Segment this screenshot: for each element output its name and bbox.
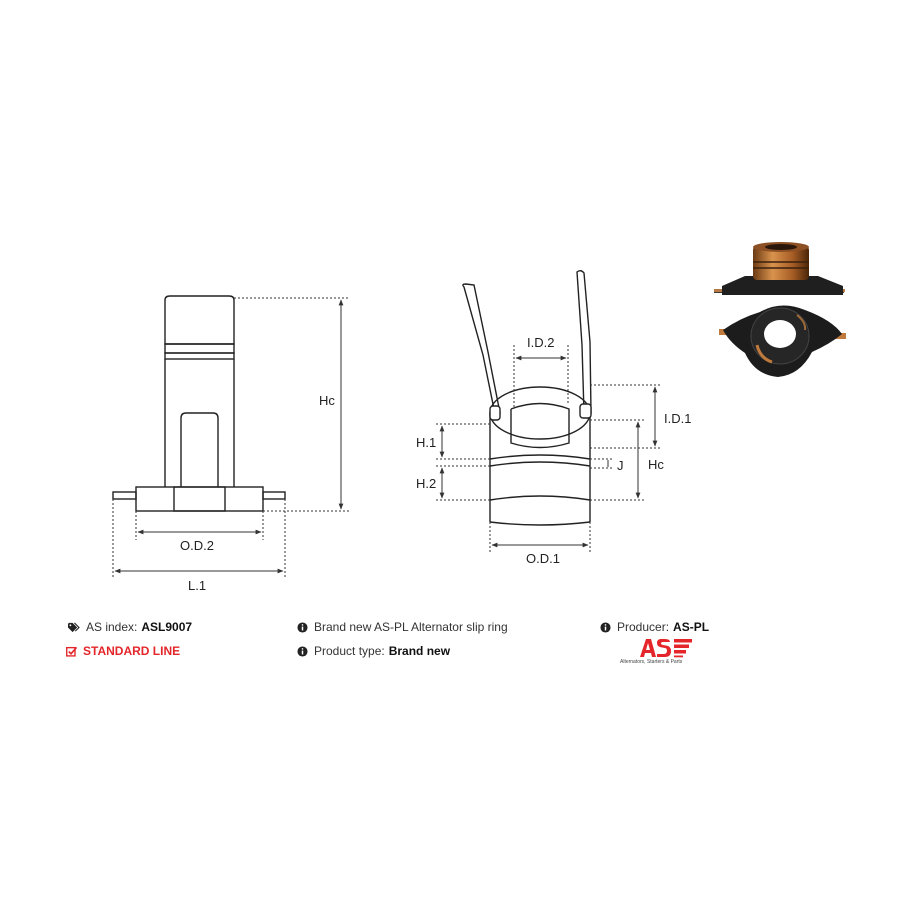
ring-band	[164, 352, 235, 360]
terminal-left	[112, 491, 137, 500]
product-photo-bottom	[719, 305, 846, 377]
description-text: Brand new AS-PL Alternator slip ring	[314, 620, 508, 634]
cylinder-bottom	[489, 521, 591, 526]
cylinder-inner	[510, 402, 570, 449]
info-icon	[297, 621, 308, 633]
as-index-row: AS index: ASL9007	[67, 620, 192, 634]
terminal-right	[262, 491, 286, 500]
logo-tagline: Alternators, Starters & Parts	[620, 659, 683, 665]
body-outline	[164, 359, 235, 487]
side-view	[112, 295, 286, 512]
product-type-label: Product type:	[314, 644, 385, 658]
dim-label-id1: I.D.1	[664, 411, 691, 426]
perspective-view-dimensions	[436, 345, 662, 552]
info-icon	[297, 645, 308, 657]
perspective-view	[462, 270, 592, 526]
wire-left	[462, 283, 501, 415]
dim-label-od1: O.D.1	[526, 551, 560, 566]
wire-end-right	[579, 403, 592, 419]
product-type-value: Brand new	[388, 644, 451, 658]
info-icon	[600, 621, 611, 633]
dim-label-id2: I.D.2	[527, 335, 554, 350]
producer-row: Producer: AS-PL	[600, 620, 709, 634]
producer-value: AS-PL	[673, 620, 710, 634]
as-pl-logo	[640, 639, 692, 658]
slot-outline	[180, 412, 219, 487]
dim-label-hc: Hc	[319, 393, 335, 408]
dim-label-l1: L.1	[188, 578, 206, 593]
cylinder-sides	[489, 413, 591, 522]
band-line	[489, 461, 591, 467]
ring-band	[164, 343, 235, 354]
as-index-label: AS index:	[86, 620, 138, 634]
cylinder-top	[489, 386, 591, 440]
side-view-dimensions	[112, 297, 350, 578]
flange	[135, 486, 264, 512]
standard-line-label: STANDARD LINE	[83, 644, 181, 658]
product-type-row: Product type: Brand new	[297, 644, 450, 658]
product-photo-top	[714, 242, 845, 295]
wire-end-left	[489, 405, 501, 421]
tags-icon	[68, 622, 80, 632]
dim-label-j: J	[617, 458, 624, 473]
cap-outline	[164, 295, 235, 345]
standard-line-row: STANDARD LINE	[66, 644, 180, 658]
flange-hub	[173, 486, 226, 512]
band-line	[489, 454, 591, 460]
checkbox-icon	[66, 646, 77, 657]
description-row: Brand new AS-PL Alternator slip ring	[297, 620, 508, 634]
producer-label: Producer:	[617, 620, 670, 634]
dim-label-hc: Hc	[648, 457, 664, 472]
wire-right	[576, 270, 592, 414]
dim-label-od2: O.D.2	[180, 538, 214, 553]
dim-label-h1: H.1	[416, 435, 436, 450]
dim-label-h2: H.2	[416, 476, 436, 491]
band-line	[489, 495, 591, 501]
as-index-value: ASL9007	[141, 620, 193, 634]
